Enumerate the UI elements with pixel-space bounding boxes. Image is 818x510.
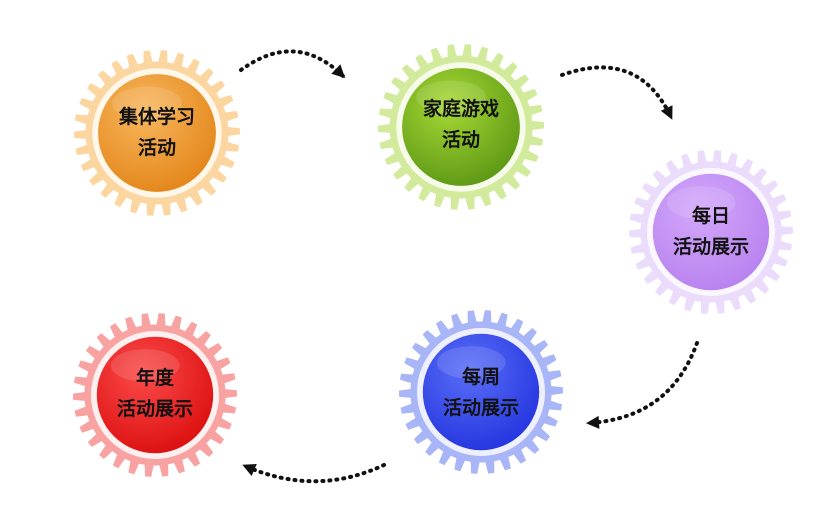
arrow-dotted-line — [587, 341, 699, 425]
gear-core — [422, 333, 540, 451]
arrow-head — [242, 464, 257, 476]
gear-yearly-show — [73, 313, 237, 477]
gear-core — [402, 68, 520, 186]
arrow-dotted-line — [560, 65, 673, 119]
arrow-dotted-line — [239, 49, 345, 78]
gear-core — [652, 173, 770, 291]
arrow-dotted-line — [243, 463, 386, 484]
gear-highlight — [416, 80, 486, 114]
gear-family-game — [378, 44, 544, 210]
arrow-game-to-daily — [560, 65, 673, 120]
gear-weekly-show — [399, 310, 563, 474]
gear-group-study — [74, 50, 240, 216]
gear-highlight — [666, 186, 736, 219]
arrow-study-to-game — [239, 49, 346, 79]
arrow-weekly-to-yearly — [242, 463, 386, 484]
gear-highlight — [110, 349, 180, 382]
arrow-head — [660, 105, 673, 120]
arrow-head — [331, 64, 346, 79]
arrow-daily-to-weekly — [586, 341, 699, 429]
gear-highlight — [436, 346, 506, 379]
gear-highlight — [112, 86, 182, 120]
gears-layer — [73, 44, 793, 477]
gear-daily-show — [629, 150, 793, 314]
arrows-layer — [239, 49, 699, 484]
gear-core — [98, 74, 216, 192]
arrow-head — [586, 415, 600, 429]
gear-core — [96, 336, 214, 454]
